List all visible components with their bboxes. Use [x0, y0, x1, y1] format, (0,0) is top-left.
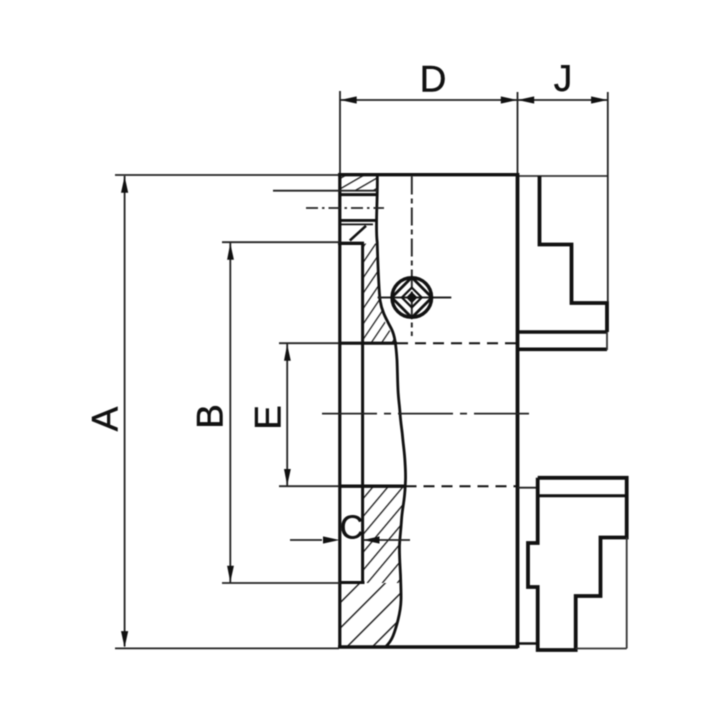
- svg-text:C: C: [340, 509, 364, 546]
- svg-text:E: E: [248, 405, 289, 430]
- svg-text:B: B: [190, 404, 231, 429]
- svg-text:J: J: [554, 58, 573, 99]
- svg-text:D: D: [420, 59, 447, 100]
- svg-text:A: A: [85, 406, 126, 431]
